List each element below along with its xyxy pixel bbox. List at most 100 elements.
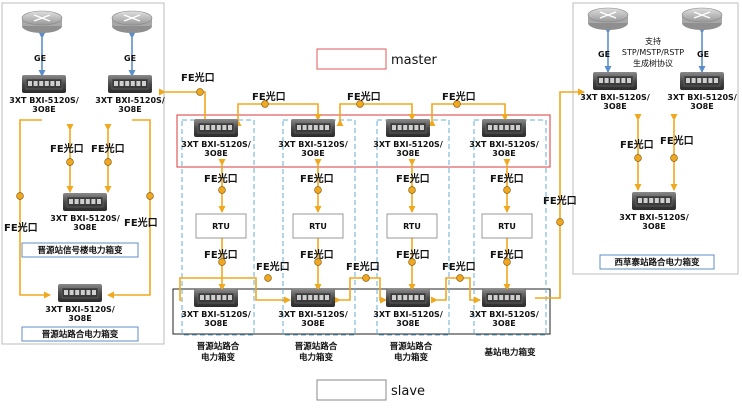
network-switch: 3XT BXI-5120S/3O8E	[469, 119, 539, 158]
switch-model-label: 3XT BXI-5120S/	[619, 213, 689, 222]
left-signal-caption-box	[21, 242, 139, 258]
fe-port-label: FE光口	[442, 260, 476, 273]
ge-label: GE	[697, 50, 709, 59]
switch-model-label: 3O8E	[492, 149, 515, 158]
switch-model-label: 3XT BXI-5120S/	[373, 140, 443, 149]
right-caption-box	[599, 254, 715, 270]
fe-port-label: FE光口	[442, 90, 476, 103]
stp-note-line: STP/MSTP/RSTP	[622, 48, 684, 57]
network-switch: 3XT BXI-5120S/3O8E	[278, 289, 348, 328]
rtu-label: RTU	[403, 222, 421, 231]
ge-links	[38, 27, 706, 77]
fe-port-label: FE光口	[396, 172, 430, 185]
fe-port-label: FE光口	[346, 260, 380, 273]
switch-model-label: 3O8E	[68, 314, 91, 323]
network-switch: 3XT BXI-5120S/3O8E	[469, 289, 539, 328]
network-switch: 3XT BXI-5120S/3O8E	[9, 75, 79, 114]
switch-model-label: 3XT BXI-5120S/	[469, 310, 539, 319]
router-icon	[21, 10, 63, 33]
network-switch: 3XT BXI-5120S/3O8E	[619, 192, 689, 231]
network-switch: 3XT BXI-5120S/3O8E	[373, 289, 443, 328]
col4-caption: 基站电力箱变	[483, 347, 536, 358]
switch-model-label: 3O8E	[73, 223, 96, 232]
left-road-caption: 晋源站路合电力箱变	[42, 329, 119, 340]
rtu-box	[292, 213, 344, 239]
col3-caption: 电力箱变	[394, 352, 429, 363]
switch-model-label: 3O8E	[690, 102, 713, 111]
network-switch: 3XT BXI-5120S/3O8E	[181, 119, 251, 158]
fe-port-label: FE光口	[543, 194, 577, 207]
fe-port-label: FE光口	[660, 134, 694, 147]
fe-port-label: FE光口	[91, 142, 125, 155]
switch-model-label: 3XT BXI-5120S/	[181, 310, 251, 319]
stp-note-line: 支持	[645, 36, 661, 46]
col1-caption: 晋源站路合	[197, 341, 240, 352]
switch-model-label: 3O8E	[301, 149, 324, 158]
switch-model-label: 3O8E	[118, 105, 141, 114]
network-switch: 3XT BXI-5120S/3O8E	[181, 289, 251, 328]
master-legend-text: master	[391, 53, 437, 68]
ge-label: GE	[34, 54, 46, 63]
ge-label: GE	[124, 54, 136, 63]
fe-port-label: FE光口	[490, 248, 524, 261]
stp-note-line: 生成树协议	[633, 58, 673, 68]
slave-legend-text: slave	[391, 384, 425, 399]
fe-port-label: FE光口	[50, 142, 84, 155]
fe-port-label: FE光口	[490, 172, 524, 185]
left-signal-caption: 晋源站信号楼电力箱变	[37, 245, 123, 256]
switch-model-label: 3O8E	[396, 149, 419, 158]
switch-model-label: 3O8E	[642, 222, 665, 231]
slave-legend-box	[316, 379, 387, 401]
fe-port-label: FE光口	[300, 172, 334, 185]
fe-port-label: FE光口	[204, 172, 238, 185]
network-switch: 3XT BXI-5120S/3O8E	[580, 72, 650, 111]
rtu-boxes: RTU RTU RTU RTU	[195, 213, 533, 239]
slave-ring-box	[172, 288, 551, 335]
switch-model-label: 3XT BXI-5120S/	[667, 93, 737, 102]
switch-model-label: 3XT BXI-5120S/	[469, 140, 539, 149]
switch-model-label: 3XT BXI-5120S/	[95, 96, 165, 105]
switch-model-label: 3O8E	[204, 149, 227, 158]
switch-model-label: 3O8E	[32, 105, 55, 114]
network-switch: 3XT BXI-5120S/3O8E	[45, 284, 115, 323]
switch-model-label: 3XT BXI-5120S/	[580, 93, 650, 102]
col3-caption: 晋源站路合	[390, 341, 433, 352]
rtu-label: RTU	[212, 222, 230, 231]
switch-model-label: 3XT BXI-5120S/	[9, 96, 79, 105]
fe-port-label: FE光口	[252, 90, 286, 103]
router-icon	[681, 7, 723, 30]
switch-model-label: 3XT BXI-5120S/	[45, 305, 115, 314]
rtu-box	[386, 213, 438, 239]
col2-caption: 晋源站路合	[295, 341, 338, 352]
ge-label: GE	[598, 50, 610, 59]
fe-port-label: FE光口	[620, 138, 654, 151]
fe-port-label: FE光口	[181, 71, 215, 84]
switch-model-label: 3O8E	[396, 319, 419, 328]
rtu-label: RTU	[309, 222, 327, 231]
rtu-box	[195, 213, 247, 239]
right-area-box	[572, 2, 739, 275]
rtu-box	[481, 213, 533, 239]
left-road-caption-box	[21, 326, 139, 342]
switch-model-label: 3XT BXI-5120S/	[278, 310, 348, 319]
fe-port-label: FE光口	[124, 216, 158, 229]
fe-port-label: FE光口	[4, 221, 38, 234]
switch-model-label: 3O8E	[204, 319, 227, 328]
col2-caption: 电力箱变	[299, 352, 334, 363]
rtu-label: RTU	[498, 222, 516, 231]
left-area-box	[1, 2, 165, 345]
switch-model-label: 3XT BXI-5120S/	[50, 214, 120, 223]
switch-model-label: 3O8E	[603, 102, 626, 111]
switch-model-label: 3XT BXI-5120S/	[278, 140, 348, 149]
network-switch: 3XT BXI-5120S/3O8E	[50, 193, 120, 232]
network-switch: 3XT BXI-5120S/3O8E	[667, 72, 737, 111]
switch-model-label: 3O8E	[301, 319, 324, 328]
switch-model-label: 3XT BXI-5120S/	[373, 310, 443, 319]
switch-model-label: 3XT BXI-5120S/	[181, 140, 251, 149]
fe-port-label: FE光口	[256, 260, 290, 273]
right-caption: 西草寨站路合电力箱变	[614, 257, 700, 268]
fe-port-label: FE光口	[347, 90, 381, 103]
fe-port-label: FE光口	[396, 248, 430, 261]
